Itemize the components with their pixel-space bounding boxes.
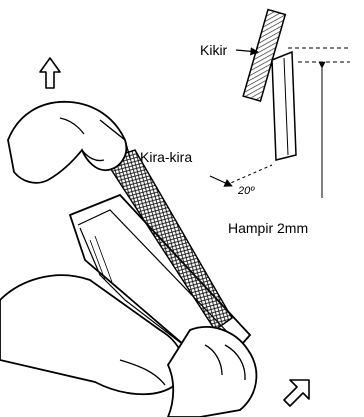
blade-section [272, 52, 296, 160]
kikir-label: Kikir [200, 42, 228, 58]
angle-pointer [210, 176, 232, 186]
hampir-label: Hampir 2mm [228, 220, 308, 236]
diagonal-arrow-icon [284, 380, 309, 406]
kira-kira-label: Kira-kira [140, 149, 192, 165]
up-arrow-icon [40, 58, 60, 88]
angle-label: 20º [237, 185, 255, 197]
kikir-pointer [236, 50, 258, 52]
